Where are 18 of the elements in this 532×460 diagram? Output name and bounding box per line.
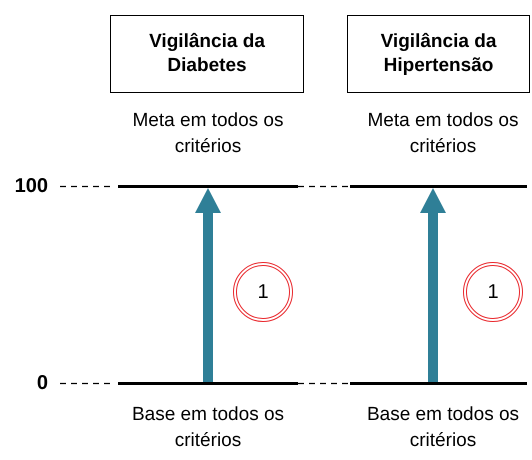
callout-number: 1 xyxy=(257,280,269,304)
header-box: Vigilância da Hipertensão xyxy=(347,15,530,93)
level-bar xyxy=(118,185,298,188)
axis-value-label: 100 xyxy=(14,175,48,197)
level-bar xyxy=(350,382,527,385)
arrow xyxy=(420,188,446,382)
dashed-line xyxy=(298,186,350,188)
callout-number: 1 xyxy=(487,280,499,304)
dashed-line xyxy=(298,382,350,384)
axis-value-label: 0 xyxy=(36,372,48,394)
header-box: Vigilância da Diabetes xyxy=(110,15,304,93)
level-bar xyxy=(350,185,527,188)
level-bar xyxy=(118,382,298,385)
level-caption: Meta em todos os critérios xyxy=(366,109,520,159)
level-caption: Meta em todos os critérios xyxy=(131,109,285,159)
level-caption: Base em todos os critérios xyxy=(366,403,520,453)
arrow xyxy=(195,188,221,382)
level-caption: Base em todos os critérios xyxy=(130,403,286,453)
